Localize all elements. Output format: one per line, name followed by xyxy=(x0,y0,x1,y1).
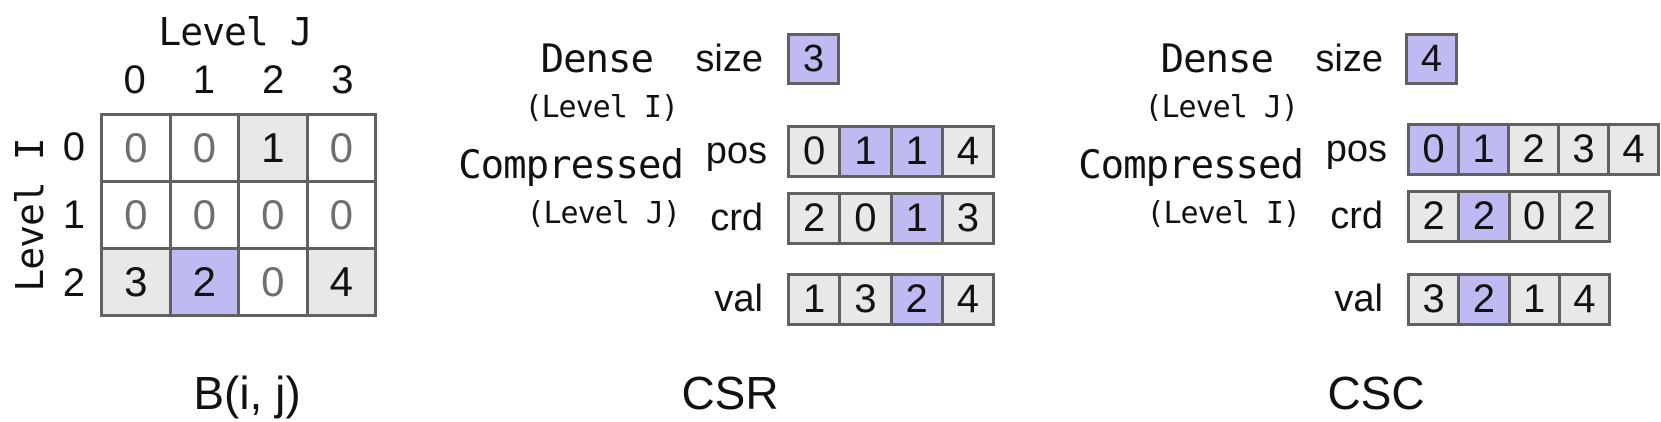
csc-pos-array: 0 1 2 3 4 xyxy=(1407,123,1660,176)
array-cell: 0 xyxy=(1510,193,1558,240)
col-axis-title: Level J xyxy=(158,10,312,54)
array-cell: 2 xyxy=(1410,193,1458,240)
csc-dense-sublabel: (Level J) xyxy=(1144,89,1299,125)
matrix-cell: 0 xyxy=(308,116,374,180)
array-cell: 1 xyxy=(841,128,890,175)
csc-val-array: 3 2 1 4 xyxy=(1407,273,1611,326)
matrix-row-headers: 0 1 2 xyxy=(48,113,85,317)
matrix-cell: 1 xyxy=(240,116,306,180)
matrix-cell: 0 xyxy=(103,183,169,247)
col-header: 2 xyxy=(262,58,285,102)
array-cell: 1 xyxy=(892,195,941,242)
csc-caption: CSC xyxy=(1327,367,1425,419)
csr-pos-array: 0 1 1 4 xyxy=(787,125,995,178)
csr-val-label: val xyxy=(714,278,763,320)
col-header: 1 xyxy=(192,58,215,102)
matrix-cell: 0 xyxy=(240,183,306,247)
matrix-cell: 4 xyxy=(308,250,374,314)
array-cell: 3 xyxy=(943,195,992,242)
array-cell: 4 xyxy=(943,276,992,323)
array-cell: 0 xyxy=(790,128,839,175)
csc-size-box: 4 xyxy=(1405,33,1458,85)
csc-pos-label: pos xyxy=(1325,128,1387,170)
csc-val-label: val xyxy=(1334,278,1383,320)
csr-val-array: 1 3 2 4 xyxy=(787,273,995,326)
csr-crd-array: 2 0 1 3 xyxy=(787,192,995,245)
csr-size-box: 3 xyxy=(787,33,840,85)
col-header: 0 xyxy=(123,58,146,102)
array-cell: 2 xyxy=(790,195,839,242)
csc-compressed-sublabel: (Level I) xyxy=(1146,195,1301,231)
matrix-grid: 0 0 1 0 0 0 0 0 3 2 0 4 xyxy=(100,113,377,317)
array-cell: 3 xyxy=(841,276,890,323)
matrix-cell: 0 xyxy=(171,116,237,180)
csr-dense-sublabel: (Level I) xyxy=(524,89,679,125)
array-cell: 2 xyxy=(1510,126,1557,173)
csr-crd-label: crd xyxy=(710,197,763,239)
matrix-cell: 0 xyxy=(240,250,306,314)
csr-compressed-sublabel: (Level J) xyxy=(526,195,681,231)
csc-crd-array: 2 2 0 2 xyxy=(1407,190,1611,243)
row-header: 2 xyxy=(62,260,85,305)
csr-caption: CSR xyxy=(681,367,779,419)
array-cell: 2 xyxy=(1460,193,1508,240)
csr-dense-label: Dense xyxy=(540,36,654,82)
csc-compressed-label: Compressed xyxy=(1078,142,1304,188)
array-cell: 1 xyxy=(1510,276,1558,323)
matrix-caption: B(i, j) xyxy=(193,367,301,419)
row-axis-title: Level I xyxy=(8,138,52,292)
array-cell: 4 xyxy=(943,128,992,175)
col-header: 3 xyxy=(331,58,354,102)
array-cell: 0 xyxy=(841,195,890,242)
array-cell: 1 xyxy=(790,276,839,323)
matrix-cell: 3 xyxy=(103,250,169,314)
row-header: 1 xyxy=(62,192,85,237)
array-cell: 2 xyxy=(892,276,941,323)
csr-pos-label: pos xyxy=(705,130,767,172)
matrix-cell: 2 xyxy=(171,250,237,314)
csr-compressed-label: Compressed xyxy=(458,142,684,188)
matrix-cell: 0 xyxy=(103,116,169,180)
matrix-cell: 0 xyxy=(171,183,237,247)
csr-size-label: size xyxy=(695,37,763,80)
matrix-cell: 0 xyxy=(308,183,374,247)
csc-dense-label: Dense xyxy=(1160,36,1274,82)
matrix-column-headers: 0 1 2 3 xyxy=(100,58,377,102)
array-cell: 2 xyxy=(1460,276,1508,323)
array-cell: 4 xyxy=(1610,126,1657,173)
csc-size-label: size xyxy=(1315,37,1383,80)
csc-crd-label: crd xyxy=(1330,195,1383,237)
array-cell: 1 xyxy=(1460,126,1507,173)
array-cell: 1 xyxy=(892,128,941,175)
array-cell: 0 xyxy=(1410,126,1457,173)
array-cell: 3 xyxy=(1560,126,1607,173)
array-cell: 3 xyxy=(1410,276,1458,323)
row-header: 0 xyxy=(62,124,85,169)
array-cell: 4 xyxy=(1560,276,1608,323)
array-cell: 2 xyxy=(1560,193,1608,240)
